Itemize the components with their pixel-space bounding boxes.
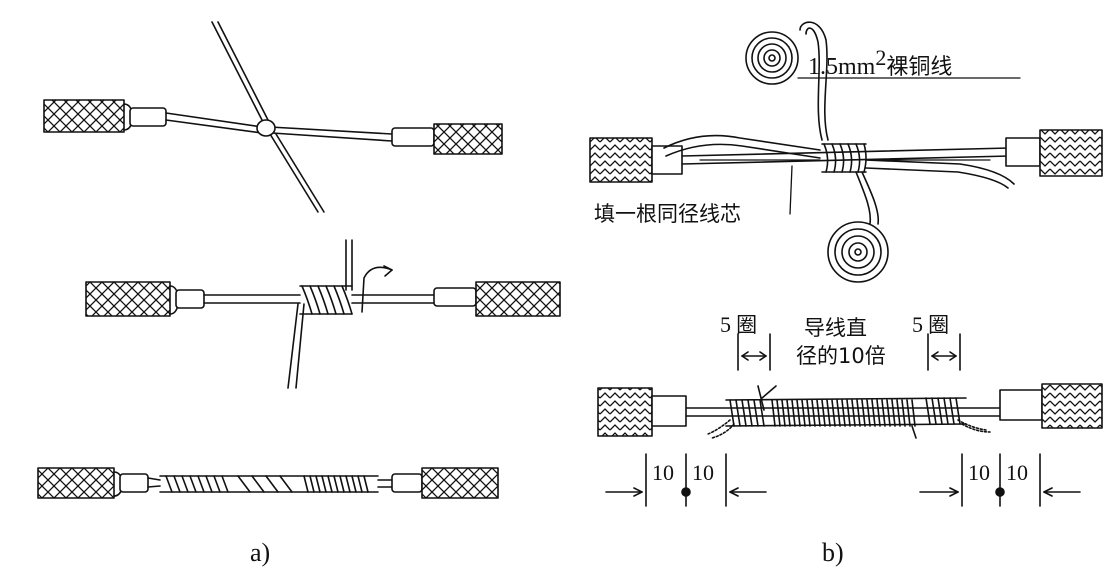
insulation-left: [651, 395, 687, 427]
binding-coil: [821, 143, 867, 173]
spacing-dimension-right: [919, 453, 1081, 507]
bare-copper-wire-label: 1.5mm2裸铜线: [808, 47, 953, 80]
cable-sheath-left: [597, 387, 653, 437]
cable-sheath-left: [37, 467, 115, 499]
core-down: [287, 303, 305, 389]
insulation-right: [1005, 137, 1041, 167]
turns-left-unit: 圈: [736, 313, 758, 337]
dim-left-b: 10: [692, 460, 714, 485]
turns-dimension-left: [737, 333, 771, 371]
core-up: [345, 239, 353, 291]
dim-right-b: 10: [1006, 460, 1028, 485]
insulation-left: [651, 145, 683, 175]
core-up: [211, 21, 269, 121]
arrow-head: [383, 265, 393, 277]
cable-sheath-right: [433, 123, 503, 155]
core-bent-left: [663, 134, 821, 159]
cable-sheath-right: [1041, 383, 1103, 429]
bare-copper-coil-bottom: [827, 171, 889, 283]
panel-a-step3: [37, 467, 499, 499]
insulation-right: [433, 287, 477, 307]
wrap-length-line2: 径的10倍: [796, 344, 886, 368]
core-right: [377, 479, 393, 488]
turns-right-count: 5: [912, 312, 923, 337]
panel-a-step2: [85, 239, 561, 389]
panel-b-wrapped: [597, 333, 1103, 507]
cable-sheath-left: [589, 137, 653, 183]
wire-size-value: 1.5mm: [808, 54, 876, 80]
turns-right-label: 5 圈: [912, 314, 949, 336]
turns-left-label: 5 圈: [720, 314, 757, 336]
wrap-length-line1: 导线直: [804, 316, 867, 340]
twisted-joint: [159, 475, 379, 493]
core-bent-right: [865, 159, 1015, 189]
wire-type-text: 裸铜线: [886, 55, 953, 80]
cable-sheath-right: [475, 281, 561, 317]
cable-sheath-right: [421, 467, 499, 499]
insulation-right: [999, 389, 1043, 421]
insulation-left: [129, 107, 167, 127]
bare-copper-coil-top: [745, 21, 829, 141]
core-right: [269, 126, 393, 142]
twist-coils: [299, 285, 353, 315]
insulation-left: [175, 289, 205, 309]
cable-sheath-left: [85, 281, 171, 317]
turns-right-unit: 圈: [928, 313, 950, 337]
panel-a-caption: a): [250, 538, 271, 567]
wrap-body: [707, 385, 991, 439]
insulation-left: [119, 473, 149, 493]
insulation-right: [391, 473, 423, 493]
core-left: [203, 294, 301, 304]
dim-left-a: 10: [652, 460, 674, 485]
label-leader-filler: [789, 165, 793, 215]
core-left: [147, 477, 161, 488]
core-left: [165, 112, 263, 134]
core-right: [351, 294, 435, 304]
panel-b-caption: b): [822, 538, 844, 567]
core-down: [269, 133, 325, 213]
turns-left-count: 5: [720, 312, 731, 337]
wire-size-sup: 2: [875, 45, 887, 70]
cable-sheath-left: [43, 99, 125, 133]
insulation-right: [391, 127, 435, 147]
spacing-dimension-left: [605, 453, 767, 507]
cable-sheath-right: [1039, 129, 1103, 177]
cross-point: [256, 119, 276, 137]
panel-b-binding: [589, 21, 1103, 283]
core-main: [681, 147, 1011, 165]
turns-dimension-right: [927, 333, 961, 371]
filler-core-label: 填一根同径线芯: [594, 202, 741, 226]
dim-right-a: 10: [968, 460, 990, 485]
panel-a-step1: [43, 21, 503, 213]
